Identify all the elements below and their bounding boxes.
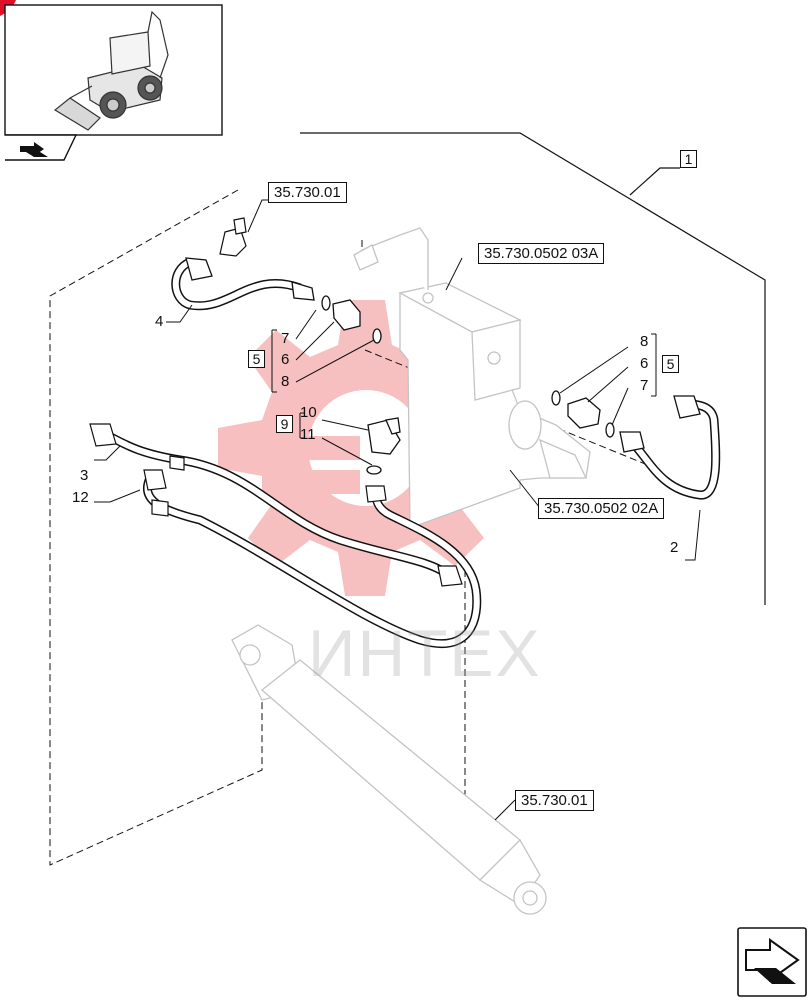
callout-leaders [94,199,701,821]
pipe-3[interactable] [89,423,463,587]
label-right-6: 6 [640,355,649,372]
label-left-6: 6 [281,351,290,368]
label-left-7: 7 [281,330,290,347]
callout-group-9[interactable]: 9 [276,415,293,433]
ref-valve-upper[interactable]: 35.730.0502 03A [478,243,605,264]
ref-valve-lower[interactable]: 35.730.0502 02A [538,498,665,519]
ref-top-left[interactable]: 35.730.01 [268,182,347,203]
label-left-8: 8 [281,373,290,390]
hydraulic-cylinder [231,624,547,915]
label-item-10: 10 [300,404,317,421]
label-right-8: 8 [640,333,649,350]
pipe-12[interactable] [143,469,482,649]
watermark-text: ИНТЕХ [308,616,542,690]
label-item-3: 3 [80,467,89,484]
fittings-right[interactable] [551,390,615,438]
label-item-4: 4 [155,313,164,330]
backhoe-loader-thumbnail [53,10,169,131]
ref-cylinder[interactable]: 35.730.01 [515,790,594,811]
pipe-4[interactable] [171,257,315,311]
fittings-left[interactable] [321,295,382,344]
label-right-7: 7 [640,377,649,394]
callout-group-5-left[interactable]: 5 [248,350,265,368]
elbow-fitting-top[interactable] [219,217,247,257]
page-next-arrow-icon[interactable] [745,938,800,984]
callout-group-5-right[interactable]: 5 [662,355,679,373]
label-item-11: 11 [300,426,316,443]
control-valve-block [353,227,591,529]
pipe-2[interactable] [619,395,721,500]
label-item-12: 12 [72,489,89,506]
group-1-leaders [300,132,766,605]
label-item-2: 2 [670,539,679,556]
elbow-fitting-10[interactable] [366,417,401,475]
callout-group-1[interactable]: 1 [680,150,697,168]
forward-arrow-icon[interactable] [20,142,48,157]
